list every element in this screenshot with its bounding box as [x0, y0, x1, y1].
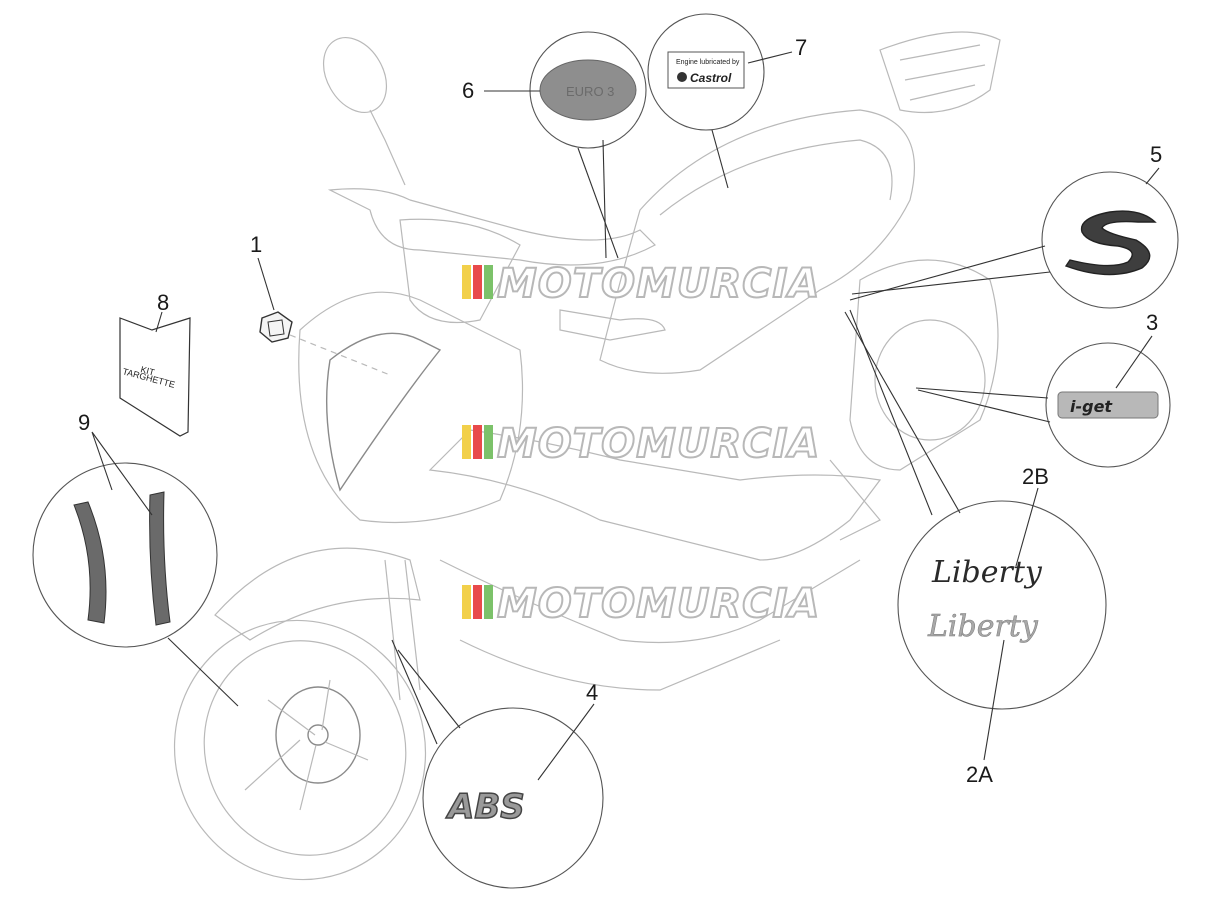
part-2-liberty-decals[interactable]: Liberty Liberty 2B 2A [844, 309, 1107, 787]
watermark-text: MOTOMURCIA [497, 421, 820, 467]
iget-text: i-get [1070, 397, 1113, 416]
callout-9: 9 [78, 410, 90, 435]
part-1-front-badge[interactable]: 1 [250, 232, 293, 343]
watermark-1: MOTOMURCIA [462, 260, 820, 308]
callout-5: 5 [1150, 142, 1162, 167]
callout-3: 3 [1146, 310, 1158, 335]
watermark-3: MOTOMURCIA [462, 580, 820, 628]
watermark-text: MOTOMURCIA [497, 261, 820, 307]
part-7-castrol-decal[interactable]: Engine lubricated by Castrol 7 [647, 13, 807, 189]
liberty-2a-text: Liberty [927, 609, 1039, 644]
part-5-s-badge[interactable]: 5 [849, 142, 1179, 309]
castrol-brand: Castrol [690, 71, 732, 85]
liberty-2b-text: Liberty [931, 555, 1043, 590]
callout-6: 6 [462, 78, 474, 103]
callout-4: 4 [586, 680, 598, 705]
scooter-outline [173, 31, 1001, 881]
abs-text: ABS [445, 787, 525, 827]
kit-label-line1: KIT [139, 364, 156, 377]
part-6-euro3-decal[interactable]: EURO 3 6 [462, 31, 647, 259]
callout-1: 1 [250, 232, 262, 257]
s-glyph [1064, 210, 1157, 276]
callout-7: 7 [795, 35, 807, 60]
euro3-text: EURO 3 [566, 84, 614, 99]
part-3-iget-badge[interactable]: i-get 3 [915, 310, 1171, 468]
part-4-abs-badge[interactable]: ABS 4 [391, 639, 604, 889]
callout-8: 8 [157, 290, 169, 315]
watermark-2: MOTOMURCIA [462, 420, 820, 468]
watermark-text: MOTOMURCIA [497, 581, 820, 627]
callout-2a: 2A [966, 762, 993, 787]
part-8-kit-envelope[interactable]: KIT TARGHETTE 8 [119, 290, 191, 437]
castrol-caption: Engine lubricated by [676, 59, 740, 66]
callout-2b: 2B [1022, 464, 1049, 489]
part-9-side-stripes[interactable]: 9 [32, 410, 239, 707]
